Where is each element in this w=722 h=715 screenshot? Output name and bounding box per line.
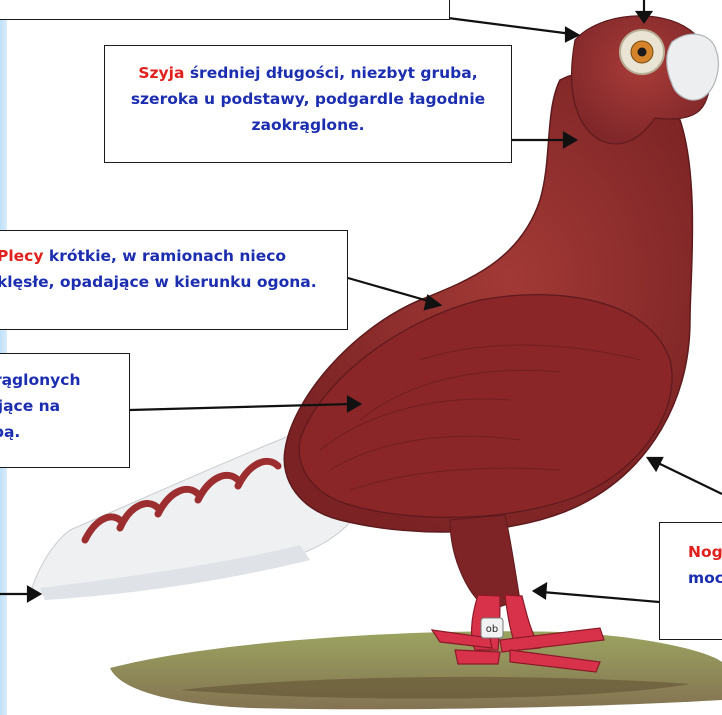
- label-nogi-line2: mocn: [688, 565, 722, 591]
- leg-ring-text: ob: [486, 624, 498, 635]
- label-skrzydla-line2: wające na: [0, 393, 129, 419]
- eye-pupil: [638, 48, 647, 57]
- label-szyja: Szyja średniej długości, niezbyt gruba, …: [104, 45, 512, 163]
- label-plecy-line1-text: krótkie, w ramionach nieco: [43, 247, 286, 265]
- label-skrzydla: okrąglonych wające na sobą.: [0, 353, 130, 468]
- label-nogi-key: Nog: [688, 539, 722, 565]
- label-szyja-line1-text: średniej długości, niezbyt gruba,: [184, 64, 477, 82]
- label-skrzydla-line1: okrąglonych: [0, 367, 129, 393]
- label-szyja-line1: Szyja średniej długości, niezbyt gruba,: [105, 60, 511, 86]
- beak-wattle: [667, 34, 719, 100]
- label-plecy-line1: Plecy krótkie, w ramionach nieco: [0, 243, 347, 269]
- label-szyja-line3: zaokrąglone.: [105, 112, 511, 138]
- label-plecy: Plecy krótkie, w ramionach nieco klęsłe,…: [0, 230, 348, 330]
- label-nogi: Nog mocn: [659, 522, 722, 640]
- label-plecy-key: Plecy: [0, 247, 43, 265]
- top-label-box: [0, 0, 450, 20]
- bird-feet: [432, 595, 604, 672]
- label-skrzydla-line3: sobą.: [0, 419, 129, 445]
- label-szyja-line2: szeroka u podstawy, podgardle łagodnie: [105, 86, 511, 112]
- label-szyja-key: Szyja: [138, 64, 184, 82]
- label-plecy-line2: klęsłe, opadające w kierunku ogona.: [0, 269, 347, 295]
